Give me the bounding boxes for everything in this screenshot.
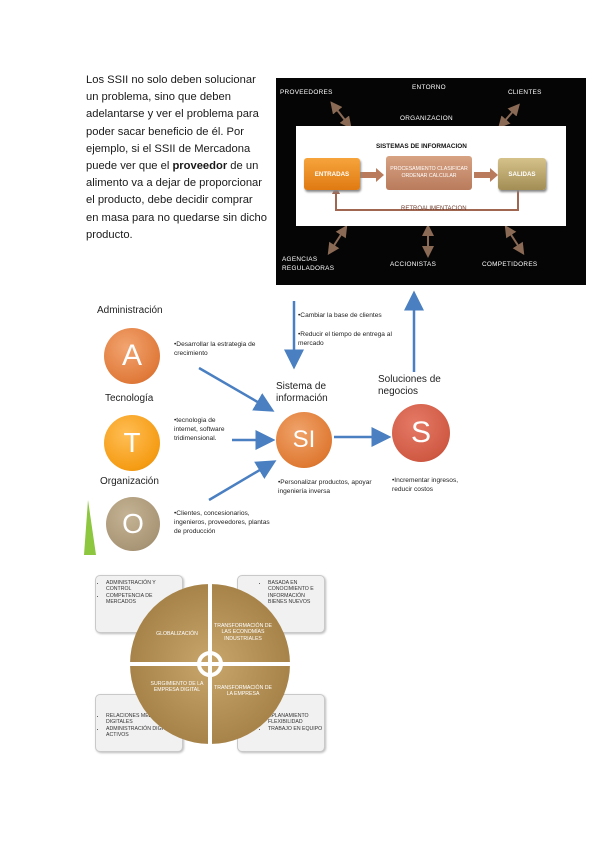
sistema-informacion-label: Sistema de información <box>276 381 328 404</box>
quadrant-transformacion-economias: TRANSFORMACIÓN DE LAS ECONOMÍAS INDUSTRI… <box>214 623 272 642</box>
entorno-label: ENTORNO <box>412 84 446 91</box>
box-top-left: ADMINISTRACIÓN Y CONTROL COMPETENCIA DE … <box>95 575 183 633</box>
intro-bold-word: proveedor <box>172 160 228 173</box>
organization-box: SISTEMAS DE INFORMACION ENTRADAS PROCESA… <box>296 126 566 226</box>
tl-item-1: ADMINISTRACIÓN Y CONTROL <box>106 580 182 593</box>
agencias-label: AGENCIAS REGULADORAS <box>282 256 335 272</box>
administracion-label: Administración <box>97 305 163 316</box>
entradas-box: ENTRADAS <box>304 158 360 190</box>
soluciones-negocios-label: Soluciones de negocios <box>378 374 441 397</box>
quadrant-empresa-digital: SURGIMIENTO DE LA EMPRESA DIGITAL <box>150 681 204 694</box>
intro-text-end: de un alimento va a dejar de proporciona… <box>86 160 267 241</box>
bl-item-1: RELACIONES MEDIOS DIGITALES <box>106 713 182 726</box>
retroalimentacion-label: RETROALIMENTACION <box>401 206 467 212</box>
sistema-informacion-circle: SI <box>276 412 332 468</box>
competidores-label: COMPETIDORES <box>482 261 538 268</box>
br-item-2: FLEXIBILIDAD <box>268 719 324 725</box>
tecnologia-label: Tecnología <box>105 393 154 404</box>
note-incrementar: •Incrementar ingresos, reducir costos <box>392 477 459 493</box>
procesamiento-box: PROCESAMIENTO CLASIFICAR ORDENAR CALCULA… <box>386 156 472 190</box>
br-item-1: APLANAMIENTO <box>268 713 324 719</box>
note-tecnologia: •tecnologia de internet, software tridim… <box>174 417 225 442</box>
tl-item-2: COMPETENCIA DE MERCADOS <box>106 593 182 606</box>
intro-text-start: Los SSII no solo deben solucionar un pro… <box>86 74 259 173</box>
note-cambiar: •Cambiar la base de clientes <box>298 312 382 319</box>
bl-item-2: ADMINISTRACIÓN DIGITAL DE ACTIVOS <box>106 726 182 739</box>
note-desarrollar: •Desarrollar la estrategia de crecimient… <box>174 341 256 357</box>
flow-arrows <box>332 168 519 211</box>
organizacion-label: Organización <box>100 476 159 487</box>
note-reducir: •Reducir el tiempo de entrega al mercado <box>298 331 392 347</box>
tr-item-2: BIENES NUEVOS <box>268 599 324 605</box>
quadrant-transformacion-empresa: TRANSFORMACIÓN DE LA EMPRESA <box>214 685 272 698</box>
salidas-box: SALIDAS <box>498 158 546 190</box>
br-item-3: TRABAJO EN EQUIPO <box>268 726 324 732</box>
quadrant-globalizacion: GLOBALIZACIÓN <box>156 631 198 637</box>
circle-pie <box>130 584 290 744</box>
diagram-arrows <box>327 101 525 258</box>
organizacion-circle: O <box>106 497 160 551</box>
organizacion-label: ORGANIZACION <box>400 115 453 122</box>
intro-paragraph: Los SSII no solo deben solucionar un pro… <box>86 72 268 244</box>
note-clientes: •Clientes, concesionarios, ingenieros, p… <box>174 510 270 535</box>
clientes-label: CLIENTES <box>508 89 542 96</box>
information-system-diagram: ENTORNO PROVEEDORES CLIENTES ORGANIZACIO… <box>276 78 586 285</box>
soluciones-negocios-circle: S <box>392 404 450 462</box>
tecnologia-circle: T <box>104 415 160 471</box>
tr-item-1: BASADA EN CONOCIMIENTO E INFORMACIÓN <box>268 580 324 599</box>
sistemas-title: SISTEMAS DE INFORMACION <box>376 143 467 150</box>
administracion-circle: A <box>104 328 160 384</box>
accionistas-label: ACCIONISTAS <box>390 261 437 268</box>
green-accent-shape <box>84 500 96 555</box>
proveedores-label: PROVEEDORES <box>280 89 333 96</box>
note-personalizar: •Personalizar productos, apoyar ingenier… <box>278 479 372 495</box>
box-top-right: BASADA EN CONOCIMIENTO E INFORMACIÓN BIE… <box>237 575 325 633</box>
